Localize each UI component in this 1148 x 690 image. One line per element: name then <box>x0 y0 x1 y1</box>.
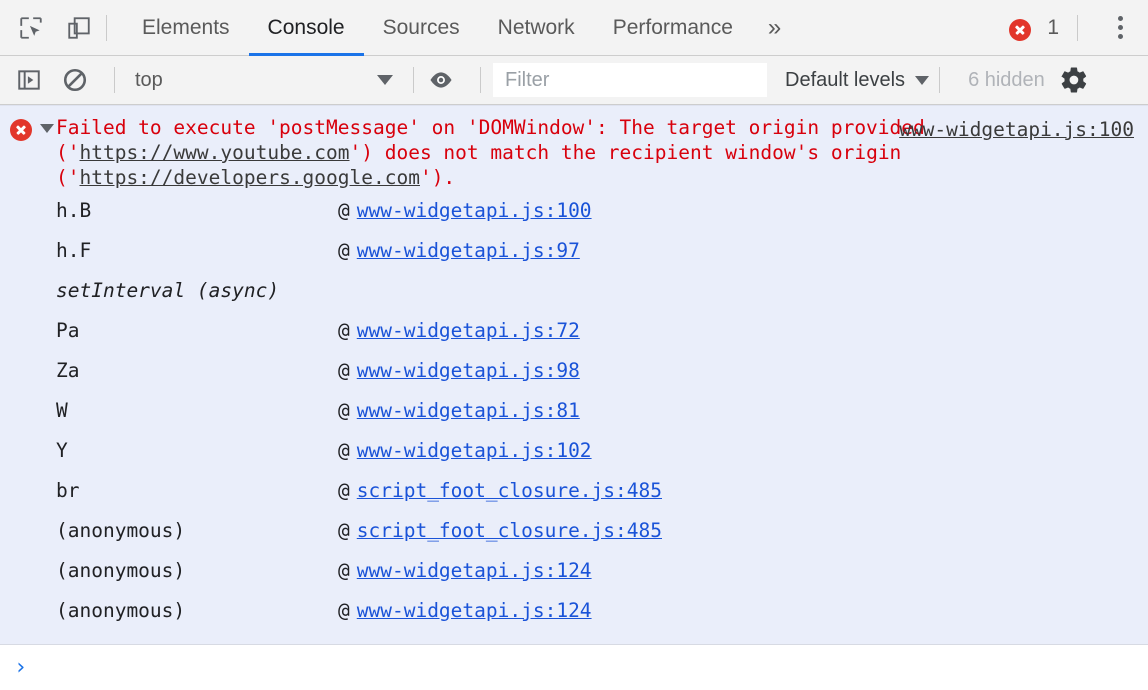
console-error-message[interactable]: Failed to execute 'postMessage' on 'DOMW… <box>0 105 1148 644</box>
stack-frame-link[interactable]: www-widgetapi.js:124 <box>356 599 592 622</box>
stack-frame-function: h.B <box>56 199 92 222</box>
error-count-badge[interactable]: 1 <box>1001 15 1067 41</box>
console-settings-button[interactable] <box>1059 65 1089 95</box>
stack-frame-link[interactable]: www-widgetapi.js:98 <box>356 359 580 382</box>
stack-frame-link[interactable]: www-widgetapi.js:100 <box>356 199 592 222</box>
stack-frame-at: @ <box>338 399 350 422</box>
toolbar-right: 1 <box>1001 0 1148 55</box>
error-text-part1: Failed to execute 'postMessage' on 'DOMW… <box>56 116 937 164</box>
panel-tabs: Elements Console Sources Network Perform… <box>123 0 796 56</box>
stack-frame: br @ script_foot_closure.js:485 <box>56 478 1148 518</box>
live-expression-icon[interactable] <box>424 63 458 97</box>
stack-frame-link[interactable]: www-widgetapi.js:124 <box>356 559 592 582</box>
error-message-header: Failed to execute 'postMessage' on 'DOMW… <box>0 112 1148 192</box>
tab-network[interactable]: Network <box>497 15 575 39</box>
stack-frame: (anonymous) @ www-widgetapi.js:124 <box>56 558 1148 598</box>
console-toolbar-divider-4 <box>939 67 941 93</box>
stack-frame-link[interactable]: www-widgetapi.js:72 <box>356 319 580 342</box>
stack-frame-link[interactable]: script_foot_closure.js:485 <box>356 479 662 502</box>
stack-frame: h.F @ www-widgetapi.js:97 <box>56 238 1148 278</box>
error-circle-icon-message <box>10 119 32 141</box>
gear-icon <box>1061 67 1086 93</box>
stack-frame-at: @ <box>338 559 350 582</box>
error-text-part3: '). <box>419 166 456 189</box>
error-url-recipient-origin[interactable]: https://developers.google.com <box>79 166 420 189</box>
stack-frame: Za @ www-widgetapi.js:98 <box>56 358 1148 398</box>
stack-frame: Pa @ www-widgetapi.js:72 <box>56 318 1148 358</box>
inspect-element-icon[interactable] <box>14 11 48 45</box>
log-levels-selector[interactable]: Default levels <box>785 68 930 92</box>
stack-frame-function: br <box>56 479 80 502</box>
stack-frame-function: setInterval (async) <box>56 279 280 302</box>
stack-frame-function: h.F <box>56 239 92 262</box>
stack-frame-async: setInterval (async) <box>56 278 1148 318</box>
execution-context-selector[interactable]: top <box>125 69 403 92</box>
stack-frame: (anonymous) @ script_foot_closure.js:485 <box>56 518 1148 558</box>
stack-frame-at: @ <box>338 359 350 382</box>
stack-frame-function: Y <box>56 439 68 462</box>
stack-frame-at: @ <box>338 519 350 542</box>
error-text-part2: ') does not match the recipient window's… <box>56 141 914 189</box>
stack-frame: h.B @ www-widgetapi.js:100 <box>56 198 1148 238</box>
console-prompt-input[interactable] <box>27 645 1148 690</box>
hidden-messages-label[interactable]: 6 hidden <box>968 68 1045 91</box>
filter-input[interactable]: Filter <box>493 63 767 97</box>
prompt-chevron-icon: › <box>14 654 28 680</box>
error-count-label: 1 <box>1047 15 1059 39</box>
console-toolbar-divider-2 <box>413 67 414 93</box>
stack-frame-link[interactable]: www-widgetapi.js:81 <box>356 399 580 422</box>
stack-frame-link[interactable]: www-widgetapi.js:102 <box>356 439 592 462</box>
stack-frame-function: Za <box>56 359 80 382</box>
devtools-tabbar: Elements Console Sources Network Perform… <box>0 0 1148 56</box>
error-message-text: Failed to execute 'postMessage' on 'DOMW… <box>56 115 1140 190</box>
device-toolbar-icon[interactable] <box>62 11 96 45</box>
stack-frame-at: @ <box>338 199 350 222</box>
toolbar-divider-right <box>1077 14 1078 41</box>
stack-frame: (anonymous) @ www-widgetapi.js:124 <box>56 598 1148 638</box>
disclosure-triangle-icon[interactable] <box>40 124 54 133</box>
stack-frame-at: @ <box>338 239 350 262</box>
tab-sources[interactable]: Sources <box>382 15 460 39</box>
tab-performance[interactable]: Performance <box>612 15 733 39</box>
console-toolbar: top Filter Default levels 6 hidden <box>0 56 1148 105</box>
toolbar-divider <box>106 14 107 41</box>
log-levels-label: Default levels <box>785 68 906 91</box>
stack-frame-function: (anonymous) <box>56 599 186 622</box>
clear-console-icon[interactable] <box>58 63 92 97</box>
stack-frame-function: (anonymous) <box>56 559 186 582</box>
console-toolbar-divider-3 <box>480 67 481 93</box>
stack-frame-at: @ <box>338 599 350 622</box>
stack-frame-function: (anonymous) <box>56 519 186 542</box>
stack-frame: W @ www-widgetapi.js:81 <box>56 398 1148 438</box>
tab-elements[interactable]: Elements <box>142 15 230 39</box>
console-sidebar-icon[interactable] <box>12 63 46 97</box>
chevron-down-icon <box>377 75 393 85</box>
console-message-list: Failed to execute 'postMessage' on 'DOMW… <box>0 105 1148 644</box>
stack-trace: h.B @ www-widgetapi.js:100 h.F @ www-wid… <box>0 192 1148 638</box>
stack-frame-link[interactable]: script_foot_closure.js:485 <box>356 519 662 542</box>
console-toolbar-divider-1 <box>114 67 115 93</box>
stack-frame-link[interactable]: www-widgetapi.js:97 <box>356 239 580 262</box>
tab-console[interactable]: Console <box>248 0 364 56</box>
more-tabs-icon[interactable]: » <box>767 13 781 41</box>
error-url-origin-provided[interactable]: https://www.youtube.com <box>79 141 350 164</box>
chevron-down-icon-levels <box>915 75 930 85</box>
stack-frame: Y @ www-widgetapi.js:102 <box>56 438 1148 478</box>
stack-frame-function: Pa <box>56 319 80 342</box>
error-source-link[interactable]: www-widgetapi.js:100 <box>899 118 1134 141</box>
stack-frame-at: @ <box>338 319 350 342</box>
console-prompt[interactable]: › <box>0 644 1148 690</box>
kebab-menu-icon[interactable] <box>1102 10 1138 46</box>
stack-frame-function: W <box>56 399 68 422</box>
stack-frame-at: @ <box>338 439 350 462</box>
execution-context-label: top <box>135 68 163 91</box>
error-circle-icon <box>1009 18 1032 41</box>
stack-frame-at: @ <box>338 479 350 502</box>
toolbar-left-icons <box>0 0 96 55</box>
